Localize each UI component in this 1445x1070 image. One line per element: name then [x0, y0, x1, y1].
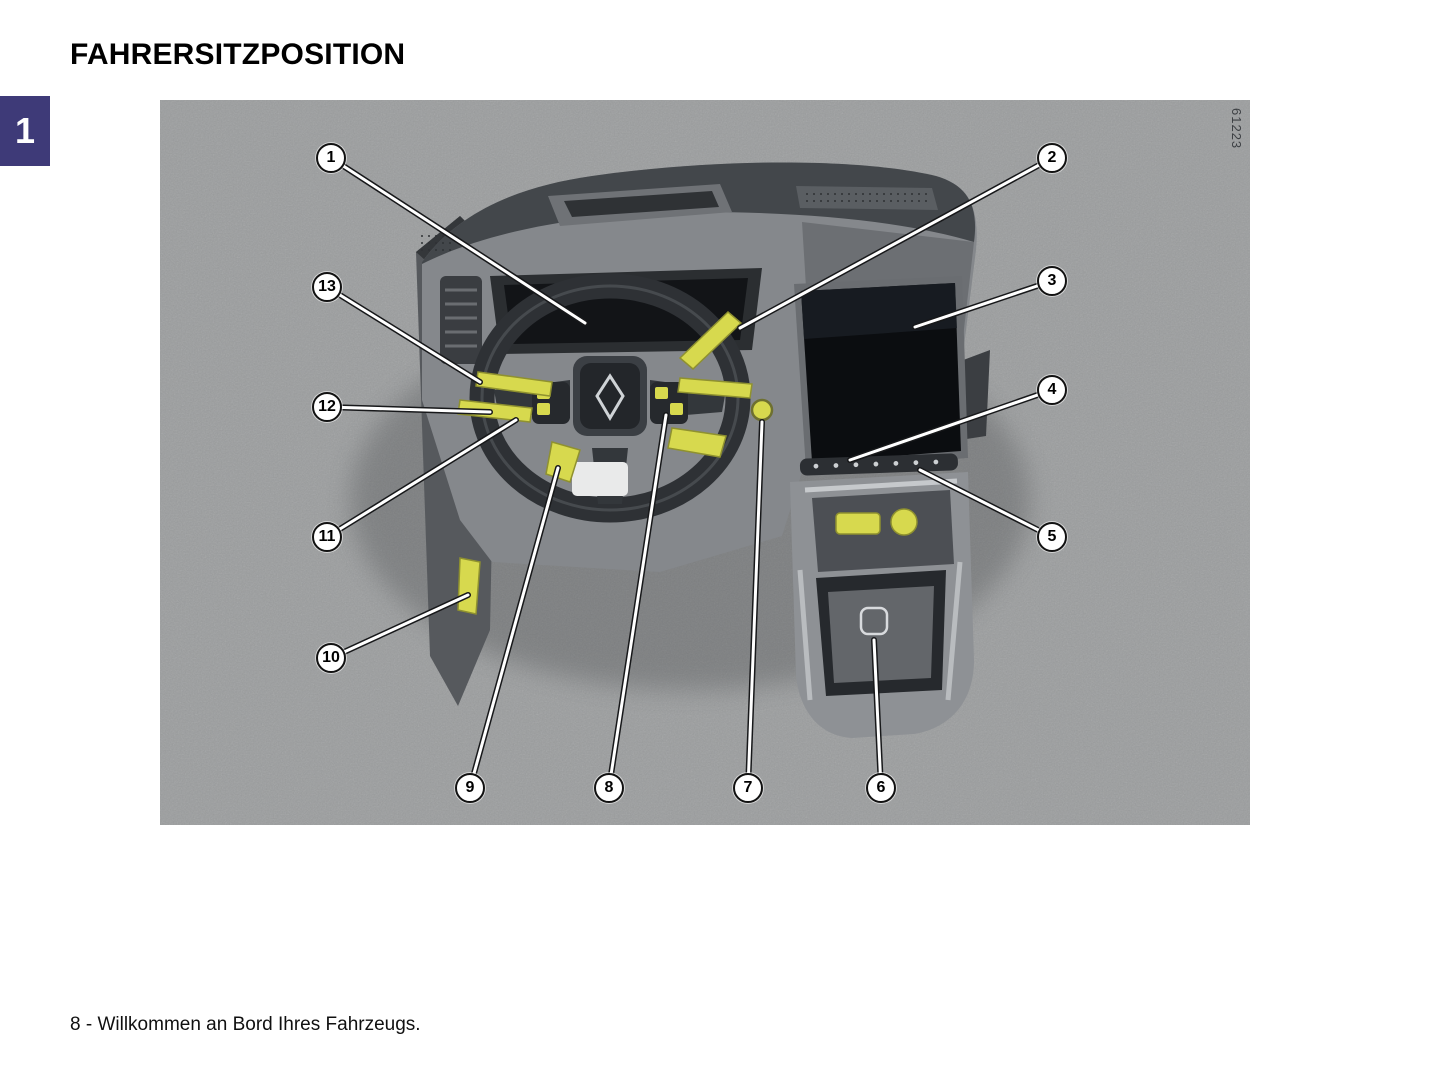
- callout-1: 1: [316, 143, 346, 173]
- callout-2: 2: [1037, 143, 1067, 173]
- page-footer: 8 - Willkommen an Bord Ihres Fahrzeugs.: [70, 1014, 421, 1035]
- start-button: [750, 398, 774, 422]
- callout-10: 10: [316, 643, 346, 673]
- page-title: FAHRERSITZPOSITION: [70, 38, 406, 71]
- left-air-vent: [440, 276, 482, 364]
- wheel-lower-label: [572, 462, 628, 496]
- callout-11: 11: [312, 522, 342, 552]
- callout-leader-lines: [324, 155, 1055, 791]
- dashboard-illustration: [160, 100, 1250, 825]
- steering-wheel: [469, 273, 751, 523]
- console-buttons: [835, 512, 881, 535]
- callout-13: 13: [312, 272, 342, 302]
- callout-12: 12: [312, 392, 342, 422]
- figure-code: 61223: [1229, 108, 1244, 150]
- dashboard-figure: 61223 1 2 3 4 5 6 7 8 9 10 11 12 13: [160, 100, 1250, 825]
- callout-4: 4: [1037, 375, 1067, 405]
- center-console: [790, 472, 974, 738]
- callout-8: 8: [594, 773, 624, 803]
- callout-6: 6: [866, 773, 896, 803]
- callout-9: 9: [455, 773, 485, 803]
- renault-logo: [595, 373, 625, 421]
- wiper-stalk: [678, 310, 743, 371]
- touchscreen: [794, 276, 968, 470]
- phone-pad-icon: [859, 606, 889, 636]
- callout-7: 7: [733, 773, 763, 803]
- chapter-tab: 1: [0, 96, 50, 166]
- console-knob: [890, 508, 918, 536]
- callout-3: 3: [1037, 266, 1067, 296]
- callout-5: 5: [1037, 522, 1067, 552]
- dashboard: [416, 162, 990, 738]
- right-lower-stalk: [667, 427, 727, 458]
- right-mid-stalk: [677, 377, 753, 399]
